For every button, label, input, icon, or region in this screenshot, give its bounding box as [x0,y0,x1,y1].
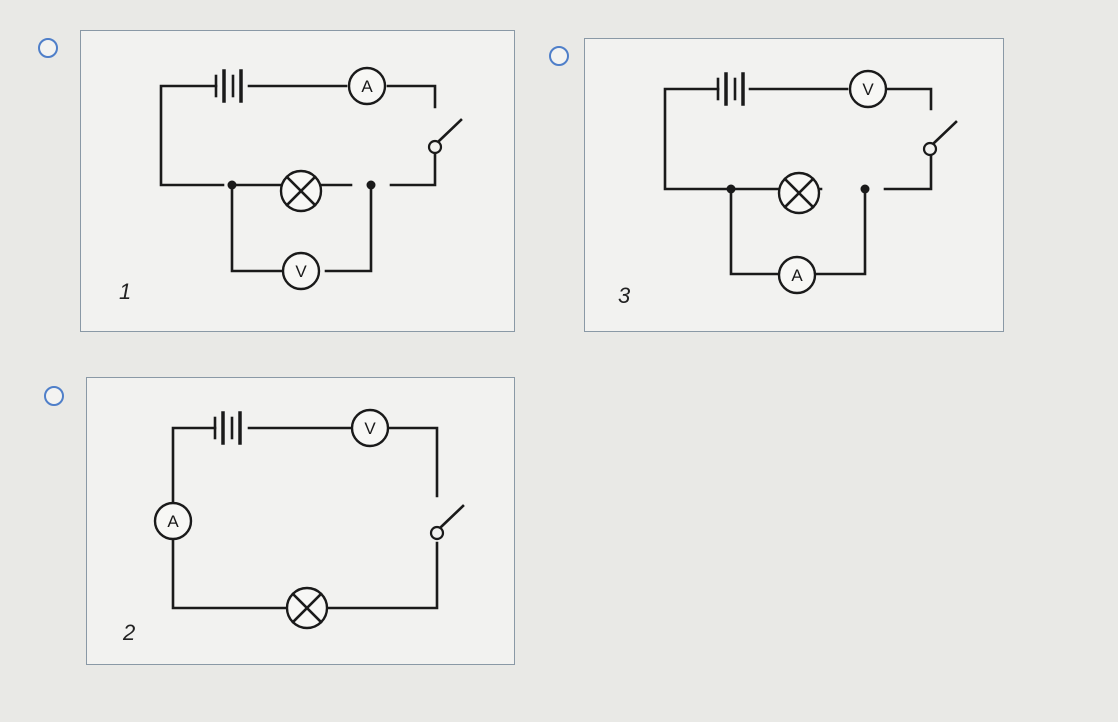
lamp-icon [279,169,323,213]
meter-label-left: A [167,512,179,531]
voltmeter-icon: V [350,408,390,448]
lamp-icon [777,171,821,215]
wire-main-loop [663,87,933,276]
switch-icon [427,118,463,155]
junction-dot [726,184,736,194]
meter-label-top: V [862,80,874,99]
radio-option-3[interactable] [549,46,569,66]
lamp-icon [285,586,329,630]
junction-dot [227,180,237,190]
ammeter-icon: A [777,255,817,295]
battery-icon [213,411,242,445]
voltmeter-icon: V [281,251,321,291]
option-number: 3 [618,283,631,308]
switch-icon [922,120,958,157]
circuit-card-2[interactable]: V A 2 [86,377,515,665]
meter-label-bottom: V [295,262,307,281]
ammeter-icon: A [347,66,387,106]
wire-main-loop [159,84,437,273]
option-number: 2 [122,620,135,645]
radio-option-2[interactable] [44,386,64,406]
meter-label-top: V [364,419,376,438]
meter-label-bottom: A [791,266,803,285]
circuit-card-3[interactable]: V A 3 [584,38,1004,332]
switch-icon [429,504,465,541]
ammeter-icon: A [153,501,193,541]
wire-main-loop [171,426,439,610]
circuit-diagram-1: A V 1 [119,66,463,304]
meter-label-top: A [361,77,373,96]
voltmeter-icon: V [848,69,888,109]
battery-icon [214,69,243,103]
circuit-diagram-2: V A 2 [122,408,465,645]
junction-dot [366,180,376,190]
option-number: 1 [119,279,131,304]
circuit-card-1[interactable]: A V 1 [80,30,515,332]
radio-option-1[interactable] [38,38,58,58]
circuit-diagram-3: V A 3 [618,69,958,308]
junction-dot [860,184,870,194]
battery-icon [716,72,745,106]
